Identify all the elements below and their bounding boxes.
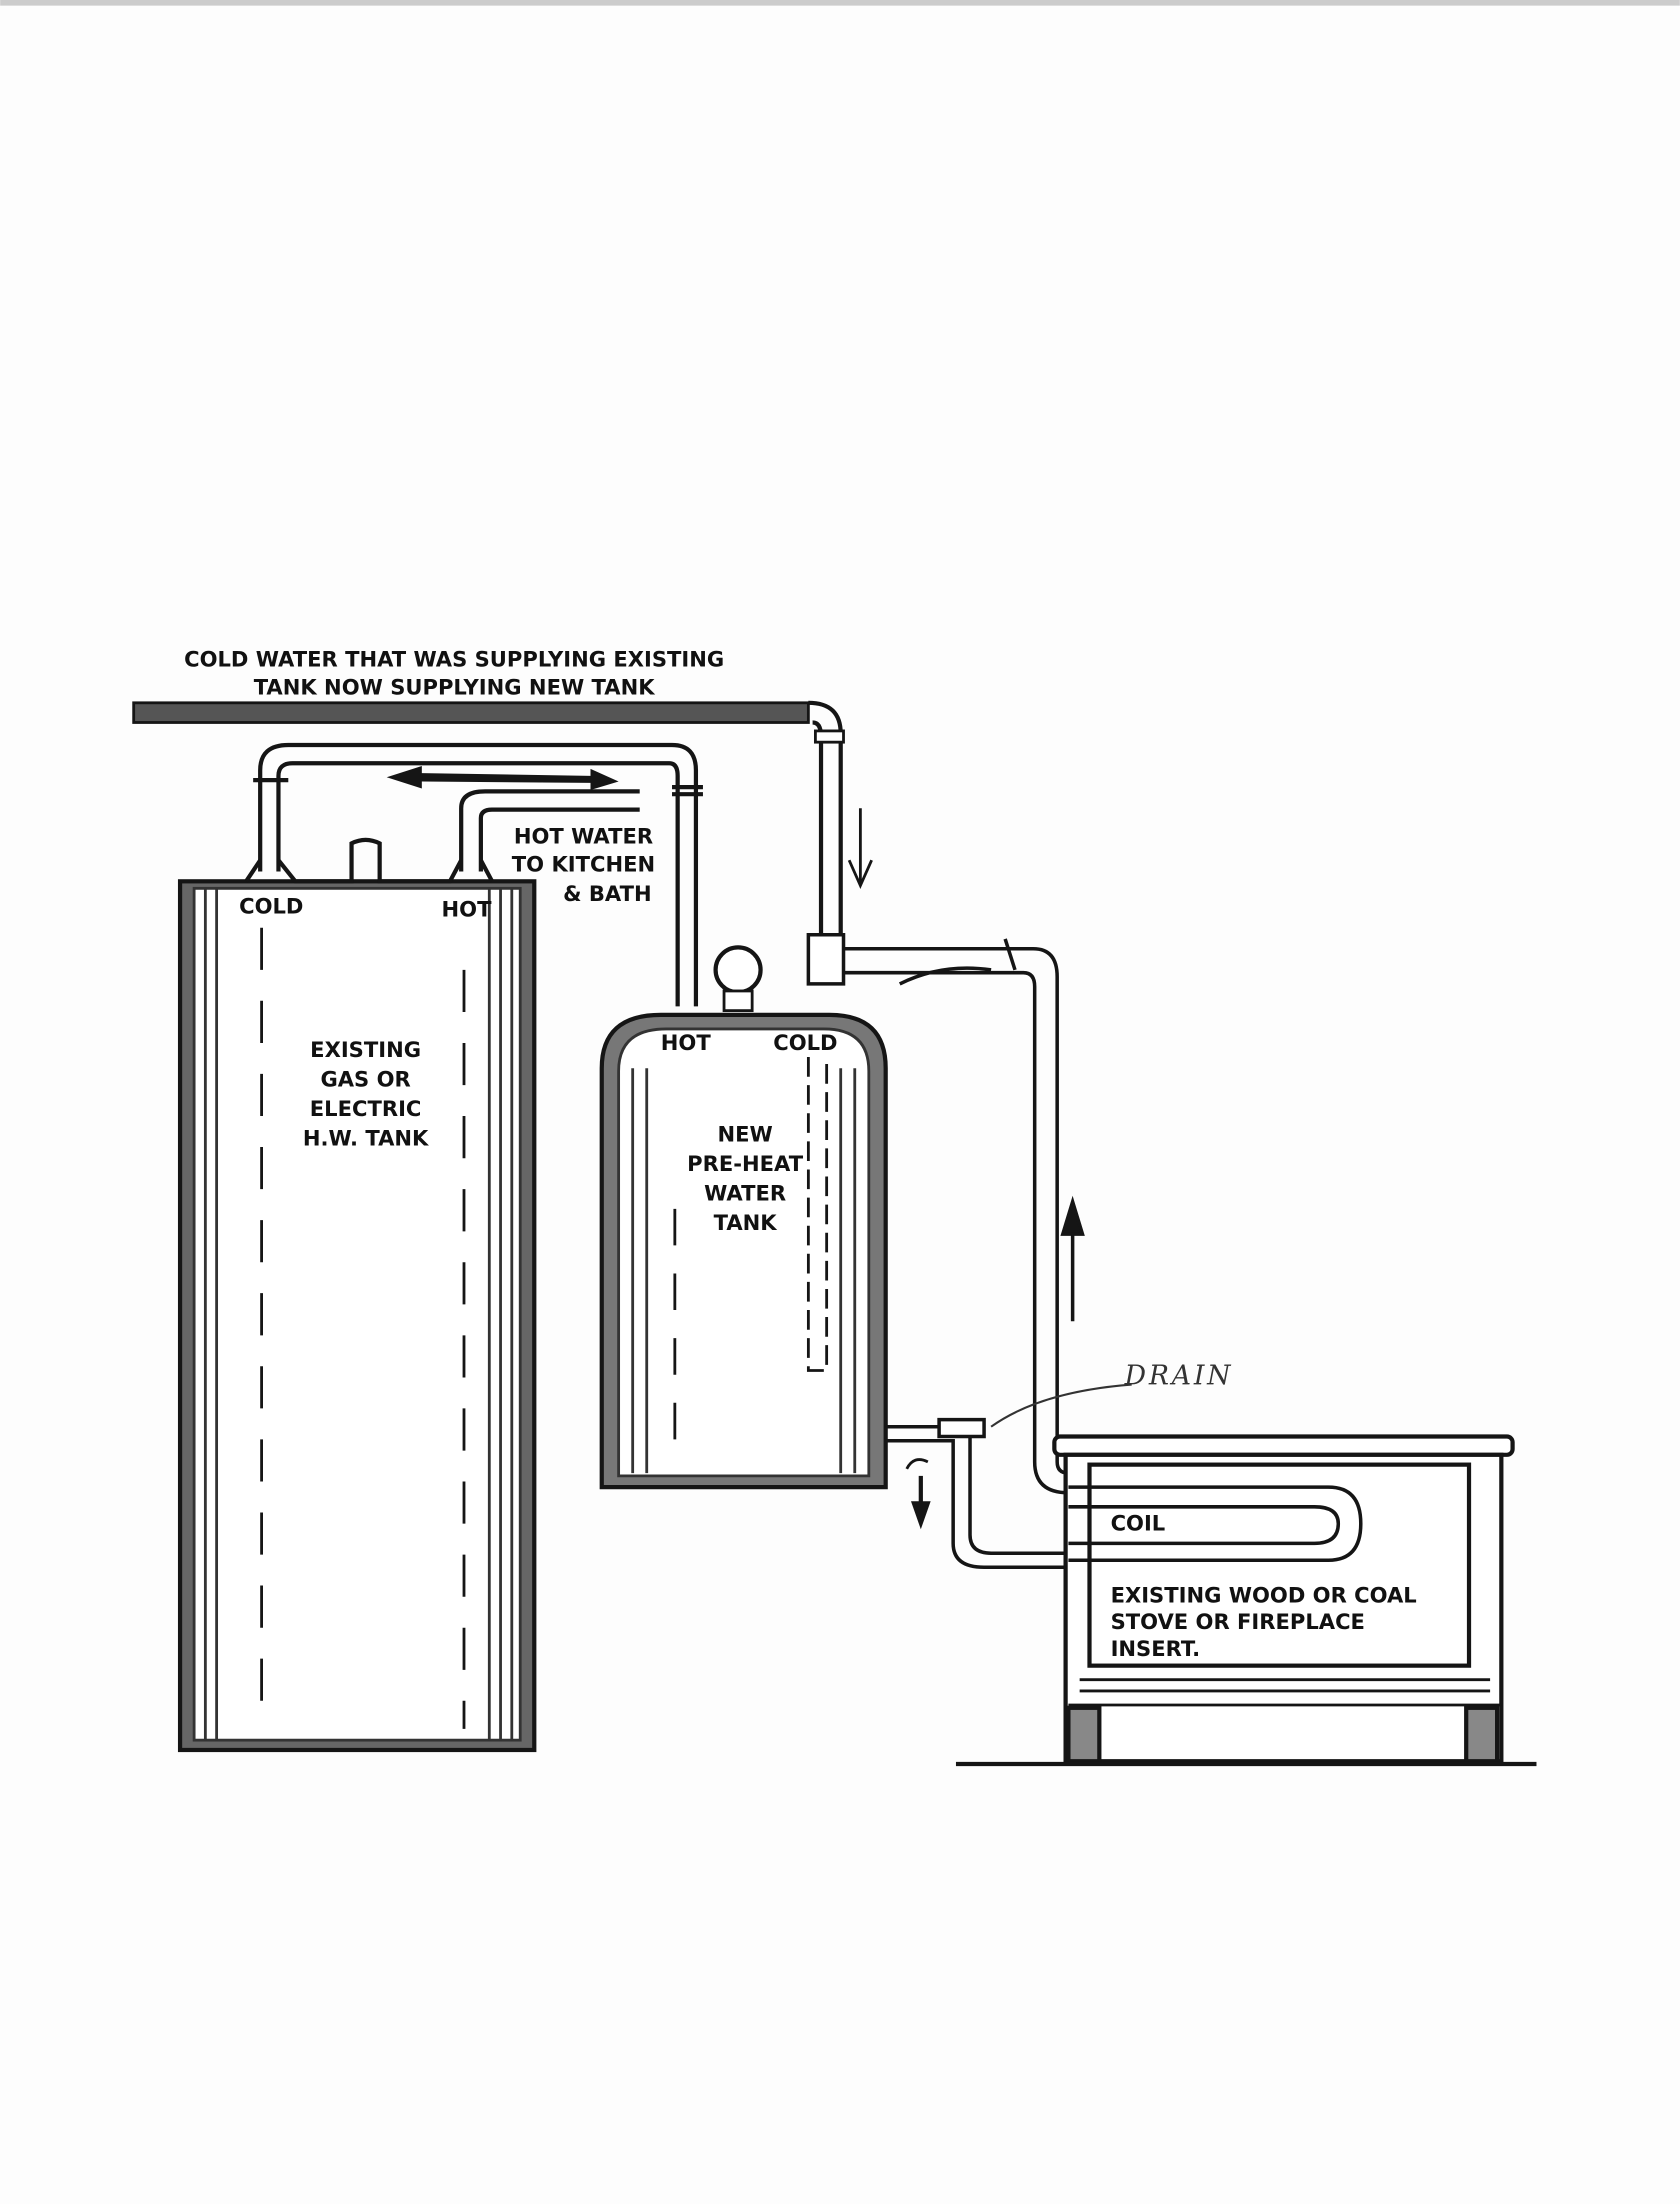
stove-name: EXISTING WOOD OR COAL STOVE OR FIREPLACE…: [1111, 1582, 1417, 1660]
flow-arrows: [386, 766, 619, 790]
down-arrow-drain: [905, 1458, 931, 1530]
new-cold-label: COLD: [773, 1030, 837, 1055]
down-arrow-cold: [847, 808, 873, 889]
scan-top-edge: [0, 0, 1680, 6]
svg-text:EXISTING: EXISTING: [310, 1037, 421, 1062]
svg-text:ELECTRIC: ELECTRIC: [310, 1096, 422, 1121]
svg-text:TANK: TANK: [714, 1210, 778, 1235]
coil: [1068, 1485, 1363, 1562]
up-arrow: [1060, 1195, 1085, 1322]
new-tank-name: NEW PRE-HEAT WATER TANK: [687, 1121, 804, 1235]
header-label-line-1: COLD WATER THAT WAS SUPPLYING EXISTING: [184, 646, 724, 671]
supply-pipe-to-stove: [885, 1417, 1069, 1570]
stove: [955, 1434, 1537, 1767]
svg-text:TO KITCHEN: TO KITCHEN: [512, 851, 655, 876]
coil-label: COIL: [1111, 1511, 1166, 1536]
svg-text:H.W. TANK: H.W. TANK: [303, 1126, 429, 1151]
drain-label: DRAIN: [1124, 1361, 1234, 1392]
drain-leader-line: [990, 1383, 1132, 1428]
pump-icon: [713, 945, 763, 995]
existing-tank: [177, 879, 537, 1753]
svg-text:EXISTING WOOD OR COAL: EXISTING WOOD OR COAL: [1111, 1582, 1417, 1607]
svg-text:INSERT.: INSERT.: [1111, 1636, 1201, 1661]
svg-text:NEW: NEW: [717, 1121, 772, 1146]
header-label-line-2: TANK NOW SUPPLYING NEW TANK: [254, 674, 656, 699]
hot-outlet-pipe: [459, 789, 640, 872]
cold-supply-pipe: [132, 700, 845, 945]
svg-text:WATER: WATER: [704, 1180, 786, 1205]
return-pipe: [806, 932, 1069, 1495]
new-tank: [599, 945, 888, 1490]
svg-text:STOVE OR FIREPLACE: STOVE OR FIREPLACE: [1111, 1609, 1365, 1634]
existing-hot-label: HOT: [442, 896, 493, 921]
hot-water-label: HOT WATER TO KITCHEN & BATH: [512, 823, 655, 906]
svg-text:& BATH: & BATH: [563, 881, 651, 906]
svg-text:PRE-HEAT: PRE-HEAT: [687, 1151, 804, 1176]
new-hot-label: HOT: [661, 1030, 712, 1055]
svg-text:HOT WATER: HOT WATER: [514, 823, 653, 848]
existing-cold-label: COLD: [239, 894, 303, 919]
svg-text:GAS OR: GAS OR: [320, 1067, 410, 1092]
existing-tank-name: EXISTING GAS OR ELECTRIC H.W. TANK: [303, 1037, 429, 1151]
